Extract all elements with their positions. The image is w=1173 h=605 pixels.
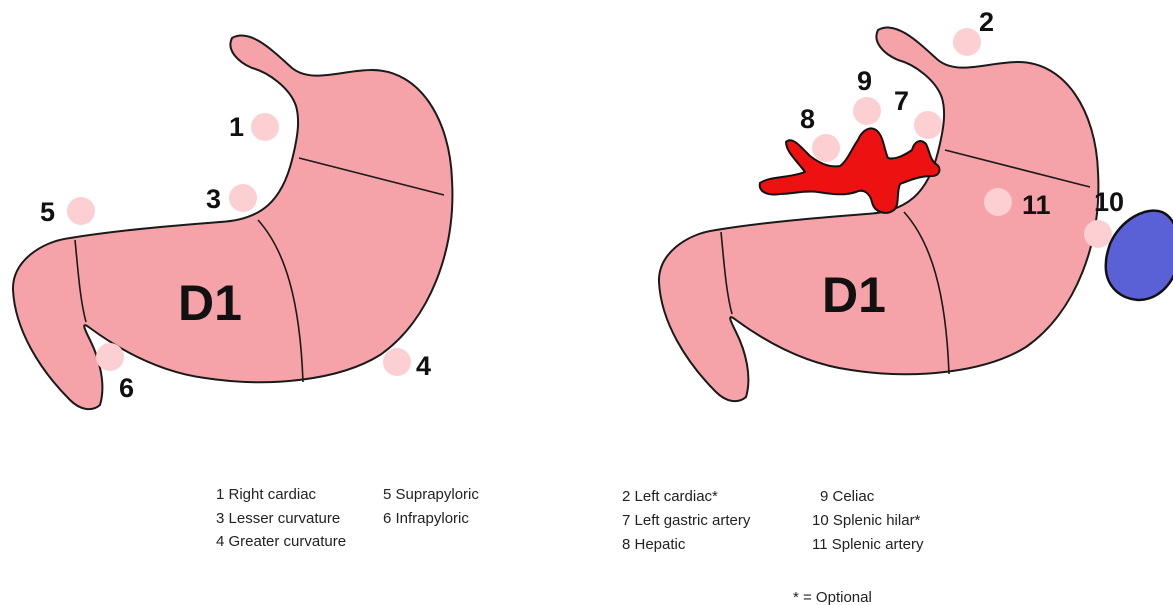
station-label-9: 9 [857, 66, 872, 96]
legend-item: 5 Suprapyloric [383, 486, 479, 503]
station-label-6: 6 [119, 373, 134, 403]
legend-item: 2 Left cardiac* [622, 488, 718, 505]
station-label-1: 1 [229, 112, 244, 142]
lymph-node-3 [229, 184, 257, 212]
right-stomach-diagram: 2 9 7 8 11 10 D1 [659, 7, 1173, 401]
legend-item: 8 Hepatic [622, 536, 686, 553]
right-legend: 2 Left cardiac* 7 Left gastric artery 8 … [622, 488, 924, 605]
lymph-node-8 [812, 134, 840, 162]
station-label-4: 4 [416, 351, 431, 381]
lymph-node-5 [67, 197, 95, 225]
legend-item: 3 Lesser curvature [216, 510, 340, 527]
legend-item: 7 Left gastric artery [622, 512, 751, 529]
lymph-node-11 [984, 188, 1012, 216]
left-region-label: D1 [178, 275, 242, 331]
station-label-8: 8 [800, 104, 815, 134]
legend-item: 10 Splenic hilar* [812, 512, 921, 529]
lymph-node-6 [96, 343, 124, 371]
spleen [1106, 211, 1173, 300]
lymph-node-1 [251, 113, 279, 141]
station-label-11: 11 [1022, 190, 1051, 220]
legend-item: 4 Greater curvature [216, 533, 346, 550]
station-label-2: 2 [979, 7, 994, 37]
station-label-7: 7 [894, 86, 909, 116]
left-legend: 1 Right cardiac 3 Lesser curvature 4 Gre… [216, 486, 479, 550]
right-region-label: D1 [822, 267, 886, 323]
station-label-3: 3 [206, 184, 221, 214]
legend-item: 6 Infrapyloric [383, 510, 469, 527]
station-label-5: 5 [40, 197, 55, 227]
left-stomach-diagram: 1 3 5 6 4 D1 [13, 35, 452, 409]
lymph-node-9 [853, 97, 881, 125]
lymph-node-2 [953, 28, 981, 56]
lymph-node-4 [383, 348, 411, 376]
station-label-10: 10 [1094, 187, 1124, 217]
legend-item: 11 Splenic artery [812, 536, 924, 553]
legend-item: 1 Right cardiac [216, 486, 317, 503]
lymph-node-7 [914, 111, 942, 139]
optional-footnote: * = Optional [793, 589, 872, 605]
legend-item: 9 Celiac [820, 488, 875, 505]
lymph-node-10 [1084, 220, 1112, 248]
